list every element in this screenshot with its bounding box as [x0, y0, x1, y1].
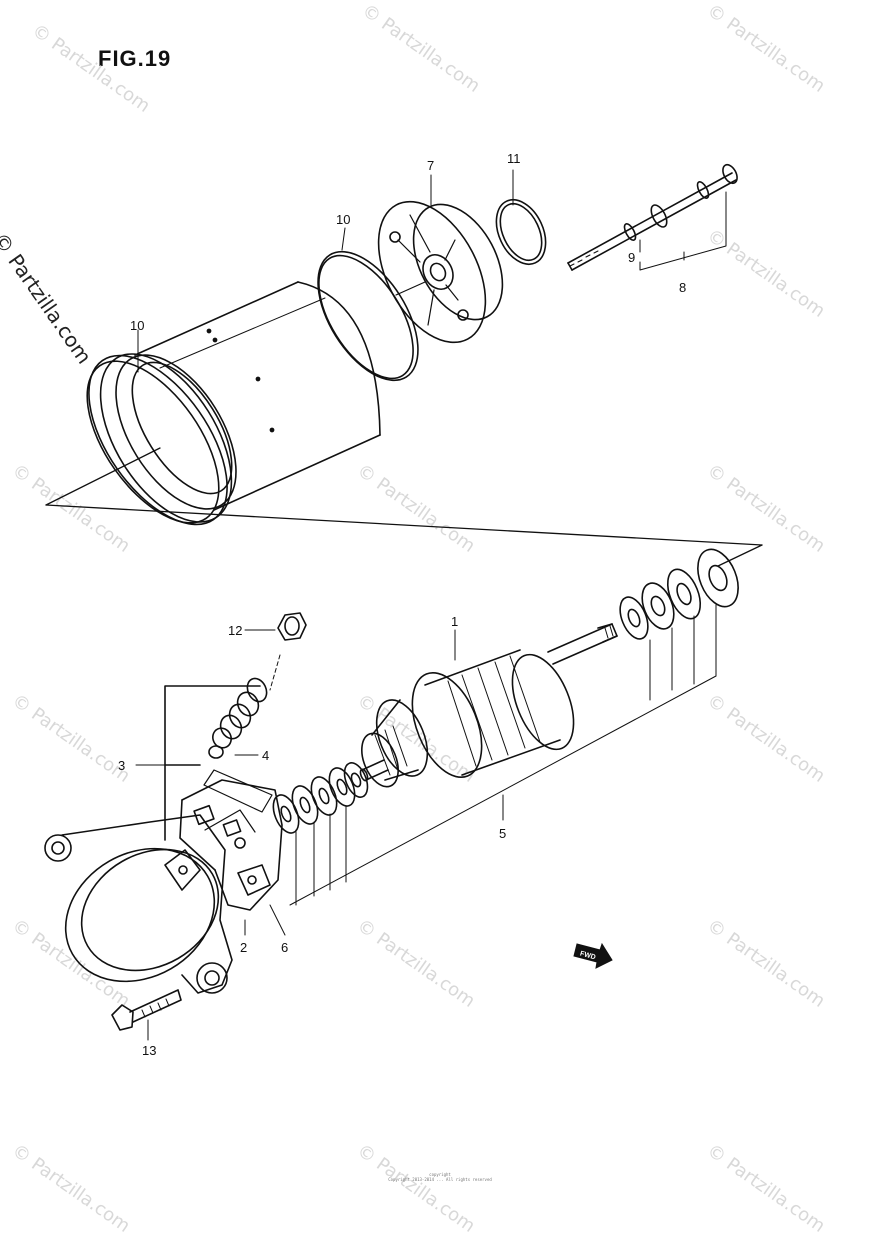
washer-set-right	[619, 548, 739, 640]
callout-8: 8	[679, 280, 686, 295]
mounting-bolt	[111, 989, 182, 1031]
callout-11: 11	[507, 151, 521, 166]
yoke-housing	[99, 281, 381, 523]
rear-cover	[44, 814, 233, 994]
exploded-parts-diagram: 7 11 10 10 9 8 1 12 4 3 5 2 6 13 FWD	[44, 151, 763, 1058]
o-ring-left	[88, 354, 228, 526]
brush-holder	[179, 779, 283, 911]
callout-4: 4	[262, 748, 269, 763]
footer-line1: copyright	[429, 1172, 451, 1177]
nut	[277, 612, 307, 641]
terminal-stack	[164, 654, 281, 841]
callout-3: 3	[118, 758, 125, 773]
figure-title: FIG.19	[98, 46, 172, 71]
callout-10-left: 10	[130, 318, 144, 333]
o-ring-small	[495, 199, 547, 265]
through-bolt	[567, 163, 738, 271]
fwd-label: FWD	[579, 950, 596, 961]
callout-7: 7	[427, 158, 434, 173]
fwd-arrow-icon: FWD	[573, 942, 613, 969]
footer-line2: Copyright 2013-2014 ... All rights reser…	[388, 1177, 492, 1182]
end-cover	[377, 200, 504, 344]
callout-9: 9	[628, 250, 635, 265]
callout-13: 13	[142, 1043, 156, 1058]
washer-set-left	[272, 762, 369, 834]
footer-text: copyright Copyright 2013-2014 ... All ri…	[380, 1172, 500, 1182]
callout-12: 12	[228, 623, 242, 638]
callout-2: 2	[240, 940, 247, 955]
leader-lines-5	[289, 604, 717, 906]
callout-1: 1	[451, 614, 458, 629]
callout-6: 6	[281, 940, 288, 955]
armature	[359, 623, 618, 788]
leader-lines	[135, 169, 727, 1041]
callout-10-top: 10	[336, 212, 350, 227]
callout-5: 5	[499, 826, 506, 841]
